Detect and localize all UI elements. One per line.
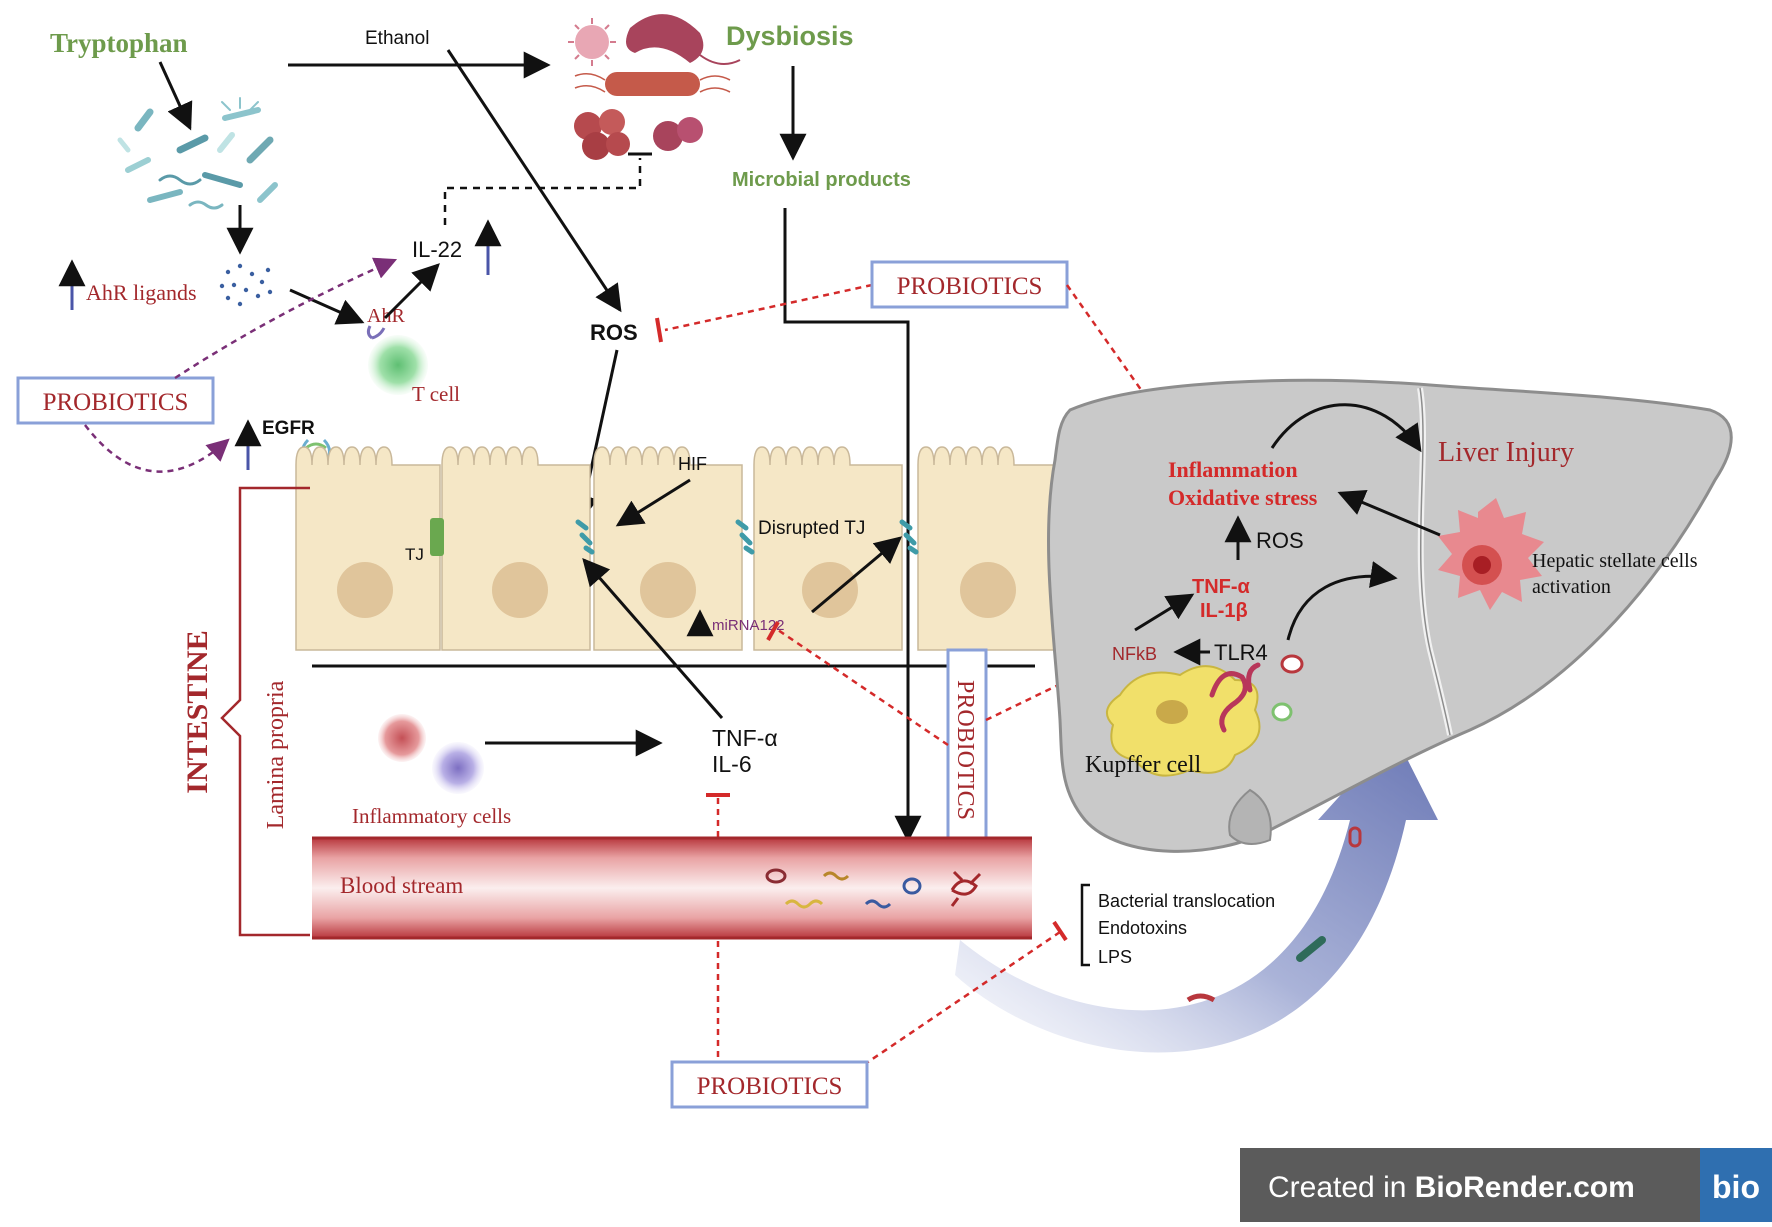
inflammatory-cell-icon-1	[378, 714, 426, 762]
cell-nuclei	[337, 562, 1016, 618]
tnf-alpha-gut-label: TNF-α	[712, 725, 778, 751]
tnf-alpha-liver-label: TNF-α	[1192, 576, 1251, 598]
lamina-propria-label: Lamina propria	[263, 680, 289, 829]
probiotics-to-egfr-dashed-arrow	[84, 424, 230, 473]
blood-particles-icon	[765, 868, 982, 909]
kupffer-cell-label: Kupffer cell	[1085, 752, 1202, 778]
hif-to-tj-arrow	[615, 478, 691, 527]
probiotics-inhibit-ros-line	[664, 283, 873, 332]
tlr4-to-hsc-arrow	[1286, 561, 1398, 641]
inflammatory-cell-icon-2	[432, 742, 484, 794]
il6-label: IL-6	[712, 751, 752, 777]
t-cell-label: T cell	[412, 382, 460, 406]
kupffer-cell-icon	[1105, 665, 1261, 777]
ethanol-to-ros-arrow	[446, 49, 622, 313]
gut-microbes-icon	[117, 97, 278, 210]
tlr4-label: TLR4	[1214, 640, 1268, 665]
ahr-receptor-icon	[366, 325, 386, 340]
hsc-to-oxidative-arrow	[1337, 489, 1441, 537]
footer-created-in: Created in BioRender.com	[1268, 1171, 1635, 1204]
translocation-curved-arrow	[955, 735, 1438, 1053]
inflammation-to-injury-arrow	[1270, 403, 1422, 453]
probiotics-box-left	[16, 376, 215, 425]
ros-inhibit-bar	[655, 317, 663, 343]
hif-label: HIF	[678, 454, 707, 474]
intestine-bracket	[220, 486, 310, 937]
microbial-products-label: Microbial products	[732, 169, 911, 191]
probiotics-box-top	[870, 260, 1069, 309]
probiotics-to-il22-dashed-arrow	[174, 257, 398, 380]
ros-gut-label: ROS	[590, 320, 638, 345]
probiotics-label-left: PROBIOTICS	[43, 389, 189, 416]
probiotics-box-vertical	[946, 648, 988, 850]
biorender-footer	[1240, 1148, 1772, 1222]
disrupted-tj-icons	[575, 519, 919, 555]
intestinal-epithelium	[295, 446, 1059, 651]
ahr-to-il22-arrow	[383, 263, 440, 320]
blood-vessel	[312, 838, 1032, 938]
mirna-to-disrupted-tj-arrow	[811, 536, 903, 614]
disrupted-tj-label: Disrupted TJ	[758, 518, 865, 539]
bacterium-on-arrow-icon-1	[1348, 826, 1362, 848]
products-to-blood-arrow	[783, 208, 922, 843]
probiotics-inhibit-translocation-line	[867, 930, 1061, 1064]
oxidative-stress-label: Oxidative stress	[1168, 485, 1318, 510]
nfkb-to-cytokines-arrow	[1134, 593, 1195, 632]
endotoxins-label: Endotoxins	[1098, 918, 1187, 938]
ethanol-label: Ethanol	[365, 28, 429, 49]
probiotics-label-bottom: PROBIOTICS	[697, 1073, 843, 1100]
intestine-label: INTESTINE	[181, 630, 214, 793]
blood-stream-label: Blood stream	[340, 873, 463, 898]
dysbiosis-microbes-icon	[568, 14, 741, 160]
hsc-nucleus-core	[1473, 556, 1491, 574]
lps-particle-icon-2	[1271, 702, 1293, 722]
mirna122-label: miRNA122	[712, 617, 785, 634]
inflammatory-cells-label: Inflammatory cells	[352, 804, 511, 828]
lps-label: LPS	[1098, 947, 1132, 967]
translocation-bracket	[1080, 883, 1090, 967]
bacterium-on-arrow-icon-2	[1296, 936, 1326, 962]
cytokines-to-tj-arrow	[582, 557, 724, 719]
liver-injury-label: Liver Injury	[1438, 437, 1574, 468]
bacterial-translocation-label: Bacterial translocation	[1098, 891, 1275, 911]
nfkb-label: NFkB	[1112, 644, 1157, 664]
kupffer-nucleus	[1156, 700, 1188, 724]
tj-label: TJ	[405, 545, 424, 564]
biorender-logo-text: bio	[1712, 1169, 1760, 1205]
tlr4-receptor-icon	[1209, 662, 1261, 733]
mirna-inhibit-bar	[766, 621, 780, 641]
probiotics-label-top: PROBIOTICS	[897, 273, 1043, 300]
liver-ligament-outline	[1419, 387, 1451, 736]
tight-junction-icon	[430, 518, 444, 556]
probiotics-inhibit-mirna-line	[777, 628, 949, 747]
lps-particle-icon-1	[1280, 654, 1304, 674]
dysbiosis-label: Dysbiosis	[726, 21, 854, 51]
il22-inhibits-dysbiosis-line	[443, 158, 642, 225]
ahr-ligand-dots	[219, 263, 273, 307]
biorender-logo-box	[1700, 1148, 1772, 1222]
inflammation-label: Inflammation	[1168, 457, 1298, 482]
probiotics-label-vertical: PROBIOTICS	[952, 680, 978, 820]
tryptophan-to-microbes-arrow	[158, 61, 193, 131]
bacterium-on-arrow-icon-3	[1186, 993, 1216, 1003]
gallbladder-icon	[1228, 788, 1272, 845]
hsc-label-line2: activation	[1532, 576, 1611, 598]
translocation-inhibit-bar	[1052, 920, 1068, 942]
ahr-ligands-label: AhR ligands	[86, 280, 197, 305]
hsc-label-line1: Hepatic stellate cells	[1532, 550, 1698, 572]
egfr-label: EGFR	[262, 418, 315, 439]
il22-label: IL-22	[412, 237, 462, 262]
t-cell-icon	[368, 335, 428, 395]
ligands-to-ahr-arrow	[289, 288, 365, 325]
probiotics-box-bottom	[670, 1060, 869, 1109]
tryptophan-label: Tryptophan	[50, 28, 188, 58]
ros-liver-label: ROS	[1256, 528, 1304, 553]
il1b-label: IL-1β	[1200, 600, 1248, 622]
